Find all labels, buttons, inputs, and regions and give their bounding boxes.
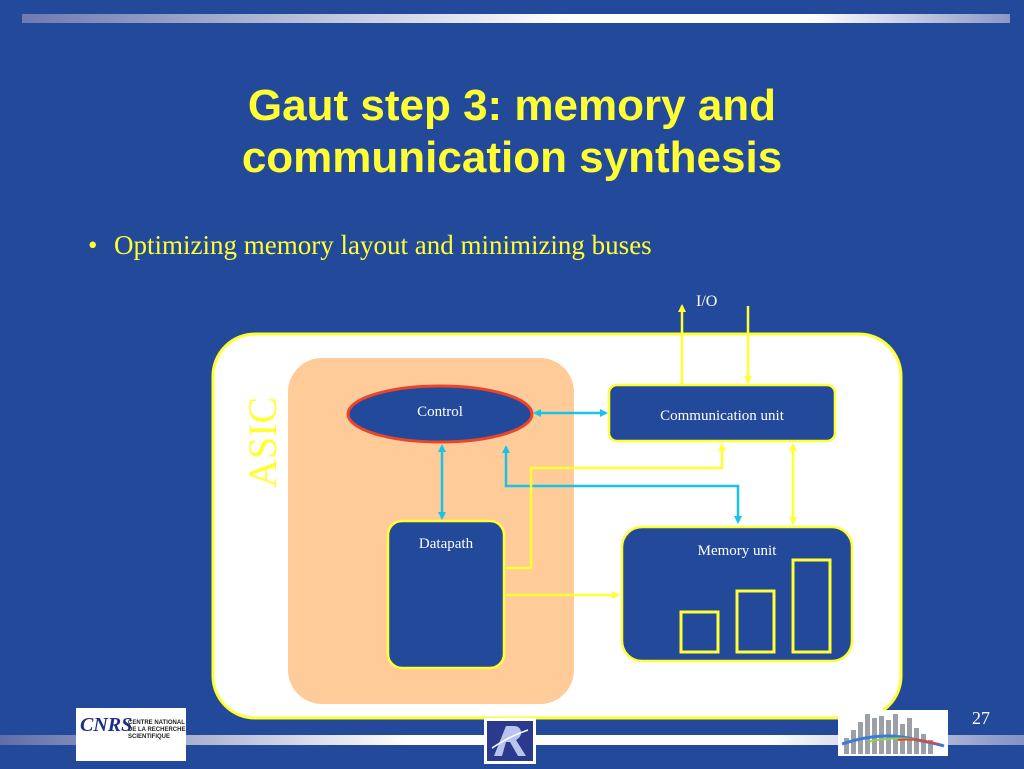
top-decor-bar	[22, 14, 1010, 23]
cnrs-logo: CNRS CENTRE NATIONAL DE LA RECHERCHE SCI…	[76, 708, 186, 761]
cnrs-text-line-1: CENTRE NATIONAL	[128, 720, 185, 726]
communication-unit	[607, 383, 837, 443]
datapath-label: Datapath	[419, 536, 474, 552]
bullet-text: Optimizing memory layout and minimizing …	[114, 230, 652, 260]
memory-bank-small	[679, 610, 720, 654]
university-logo-icon	[487, 721, 533, 761]
cnrs-text: CENTRE NATIONAL DE LA RECHERCHE SCIENTIF…	[128, 720, 185, 741]
control-memory-link	[502, 445, 742, 524]
datapath-comm-link	[506, 443, 726, 570]
control-label: Control	[417, 404, 463, 420]
memory-bank-large	[791, 558, 832, 654]
control-node	[346, 384, 534, 444]
memory-bank-medium	[735, 589, 776, 654]
datapath-unit	[386, 519, 506, 670]
io-label: I/O	[696, 293, 717, 310]
lab-logo-icon	[841, 714, 945, 754]
university-logo	[484, 718, 536, 764]
cnrs-text-line-2: DE LA RECHERCHE	[128, 727, 186, 733]
slide-title: Gaut step 3: memory and communication sy…	[0, 80, 1024, 184]
page-number: 27	[972, 708, 990, 728]
bullet-dot: •	[88, 230, 98, 260]
cnrs-text-line-3: SCIENTIFIQUE	[128, 734, 171, 740]
bullet-item: • Optimizing memory layout and minimizing…	[88, 230, 652, 261]
memory-label: Memory unit	[698, 543, 778, 559]
title-line-1: Gaut step 3: memory and	[247, 81, 777, 130]
lab-logo	[838, 710, 948, 756]
cnrs-mark: CNRS	[80, 714, 133, 736]
communication-label: Communication unit	[660, 408, 785, 424]
title-line-2: communication synthesis	[241, 133, 783, 182]
asic-label: ASIC	[240, 397, 285, 488]
